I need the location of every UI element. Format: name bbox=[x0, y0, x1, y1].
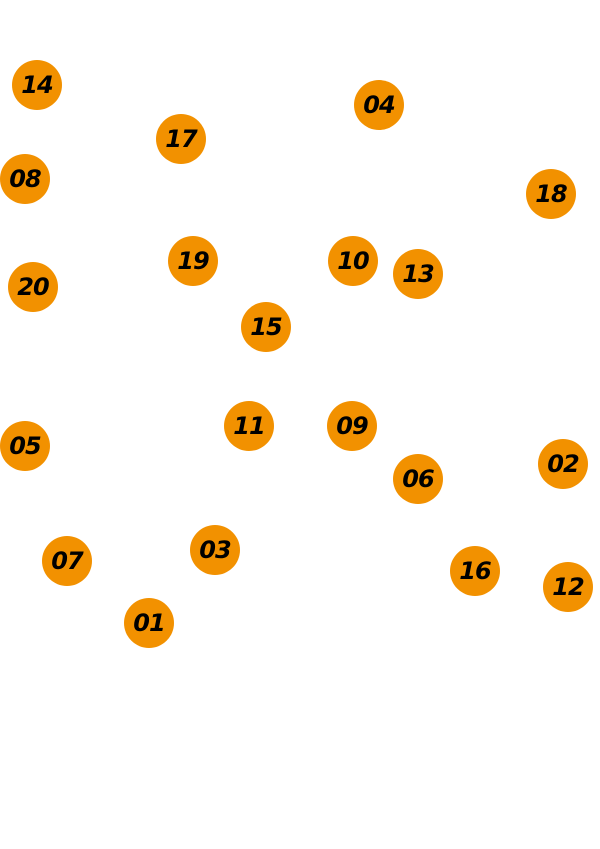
dot-03-label: 03 bbox=[199, 536, 231, 564]
dot-13-label: 13 bbox=[402, 260, 434, 288]
dot-02[interactable]: 02 bbox=[538, 439, 588, 489]
dot-19-label: 19 bbox=[177, 247, 209, 275]
dot-10[interactable]: 10 bbox=[328, 236, 378, 286]
dot-12-label: 12 bbox=[552, 573, 584, 601]
dot-03[interactable]: 03 bbox=[190, 525, 240, 575]
dot-10-label: 10 bbox=[337, 247, 369, 275]
dot-09-label: 09 bbox=[336, 412, 368, 440]
dot-14-label: 14 bbox=[21, 71, 53, 99]
dot-15[interactable]: 15 bbox=[241, 302, 291, 352]
dot-12[interactable]: 12 bbox=[543, 562, 593, 612]
dot-01-label: 01 bbox=[133, 609, 165, 637]
dot-18[interactable]: 18 bbox=[526, 169, 576, 219]
dot-08-label: 08 bbox=[9, 165, 41, 193]
dot-17-label: 17 bbox=[165, 125, 197, 153]
dot-07-label: 07 bbox=[51, 547, 83, 575]
dot-18-label: 18 bbox=[535, 180, 567, 208]
dot-06[interactable]: 06 bbox=[393, 454, 443, 504]
dot-08[interactable]: 08 bbox=[0, 154, 50, 204]
dot-19[interactable]: 19 bbox=[168, 236, 218, 286]
dot-15-label: 15 bbox=[250, 313, 282, 341]
dot-01[interactable]: 01 bbox=[124, 598, 174, 648]
dot-09[interactable]: 09 bbox=[327, 401, 377, 451]
dot-16-label: 16 bbox=[459, 557, 491, 585]
dot-02-label: 02 bbox=[547, 450, 579, 478]
dot-20-label: 20 bbox=[17, 273, 49, 301]
dot-05-label: 05 bbox=[9, 432, 41, 460]
dot-06-label: 06 bbox=[402, 465, 434, 493]
dot-16[interactable]: 16 bbox=[450, 546, 500, 596]
dot-20[interactable]: 20 bbox=[8, 262, 58, 312]
dot-14[interactable]: 14 bbox=[12, 60, 62, 110]
dot-04[interactable]: 04 bbox=[354, 80, 404, 130]
dot-11-label: 11 bbox=[233, 412, 265, 440]
dot-17[interactable]: 17 bbox=[156, 114, 206, 164]
dot-05[interactable]: 05 bbox=[0, 421, 50, 471]
dot-13[interactable]: 13 bbox=[393, 249, 443, 299]
dot-11[interactable]: 11 bbox=[224, 401, 274, 451]
dot-04-label: 04 bbox=[363, 91, 395, 119]
dot-07[interactable]: 07 bbox=[42, 536, 92, 586]
